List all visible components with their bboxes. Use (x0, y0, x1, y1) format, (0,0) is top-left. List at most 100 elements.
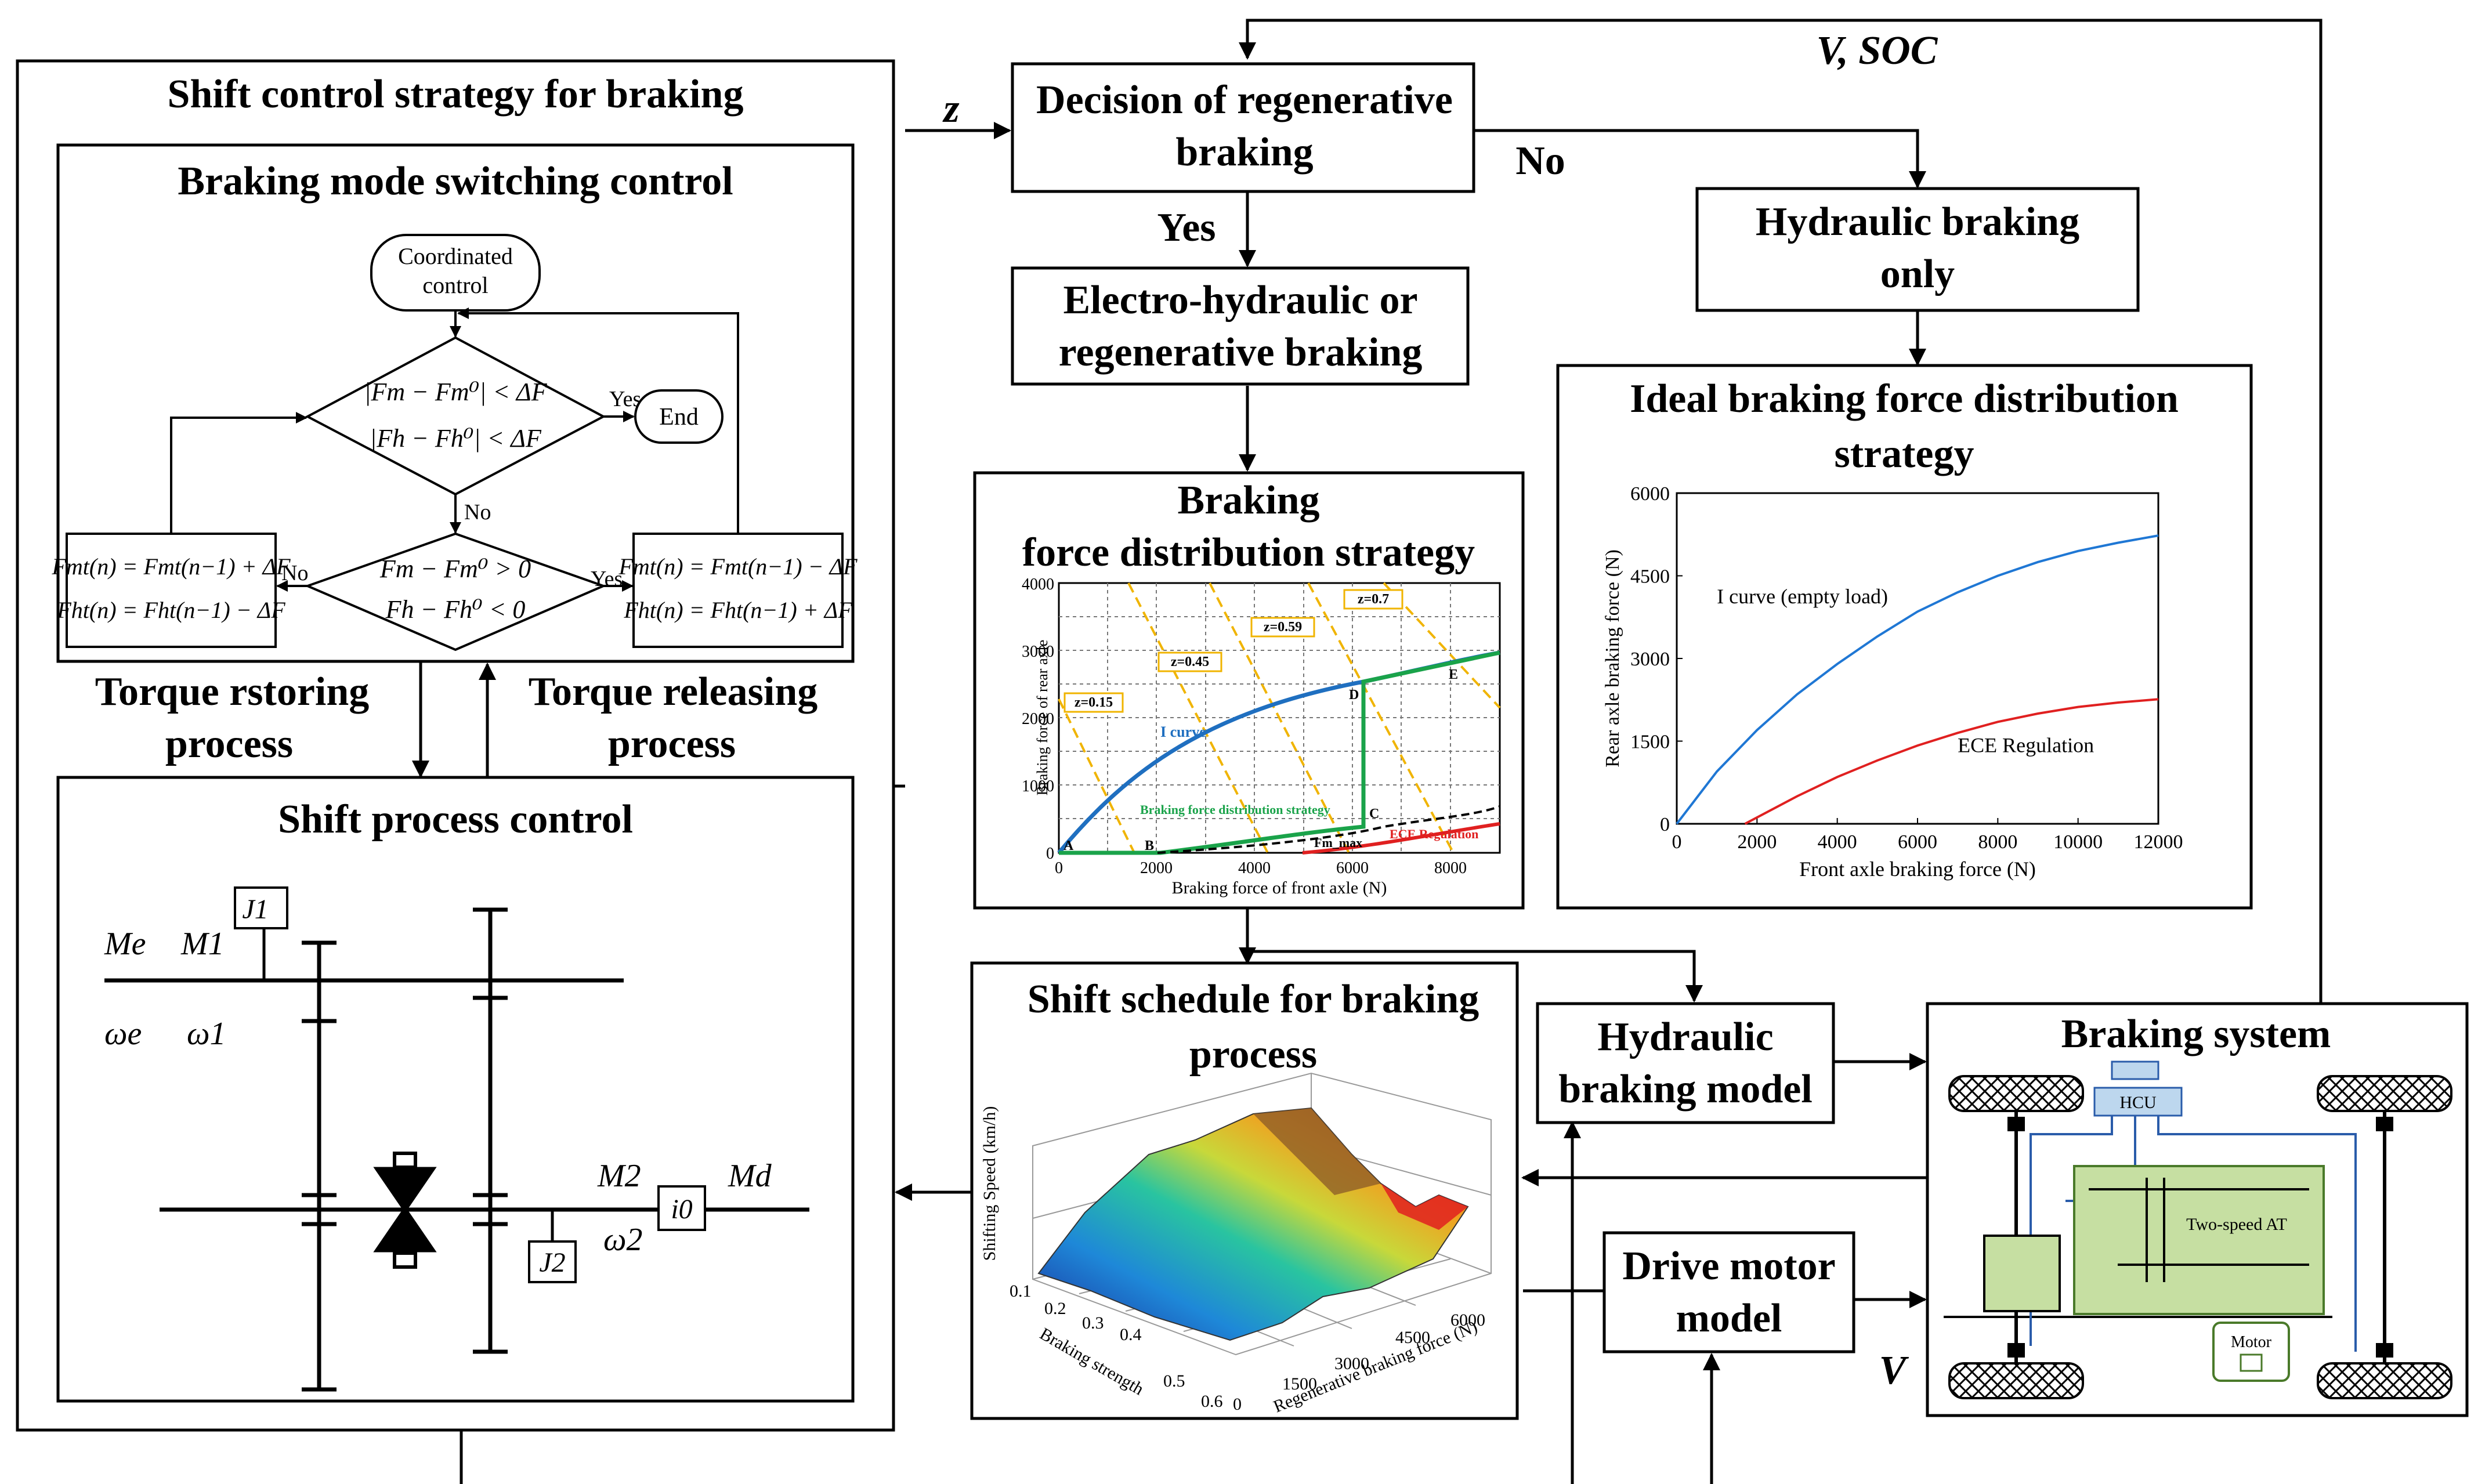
end-terminal (634, 389, 723, 444)
ideal-title-1: Ideal braking force distribution (1630, 377, 2179, 421)
schedule-ytick-3: 4500 (1395, 1328, 1430, 1347)
braking-system-panel: Braking system HCU Two-speed AT (1926, 1002, 2469, 1417)
decision-box (1011, 62, 1475, 193)
no-label-2: No (281, 561, 308, 585)
end-label: End (659, 404, 699, 430)
bfd-xtick-2: 4000 (1238, 859, 1271, 877)
omega-2-label: ω2 (603, 1222, 643, 1258)
torque-restoring-line-1: Torque rstoring (95, 669, 370, 714)
hcu-block (2093, 1087, 2183, 1117)
torque-restoring-line-2: process (165, 722, 293, 766)
bfd-xlabel: Braking force of front axle (N) (1172, 878, 1387, 897)
hydraulic-only-line-1: Hydraulic braking (1756, 200, 2079, 244)
hydraulic-model-box (1536, 1002, 1835, 1124)
ideal-ytick-label: 1500 (1630, 732, 1670, 753)
right-box-line-2: Fht(n) = Fht(n−1) + ΔF (623, 597, 852, 623)
bfd-strategy-label: Braking force distribution strategy (1140, 802, 1330, 817)
hydraulic-model-line-1: Hydraulic (1597, 1015, 1773, 1059)
bfd-ece-label: ECE Regulation (1390, 827, 1478, 841)
ideal-xtick-label: 12000 (2134, 831, 2183, 853)
tire-rear-right (2317, 1362, 2452, 1399)
mode-switching-box (56, 143, 855, 663)
condition-diamond-2 (304, 532, 607, 651)
decision-yes: Yes (1157, 205, 1216, 250)
schedule-title-1: Shift schedule for braking (1028, 977, 1479, 1022)
ideal-panel: Ideal braking force distribution strateg… (1556, 364, 2253, 910)
ideal-ytick-label: 4500 (1630, 566, 1670, 588)
bfd-title-2: force distribution strategy (1022, 530, 1475, 575)
schedule-title-2: process (1189, 1032, 1317, 1077)
bfd-i-curve-label: I curve (1160, 723, 1206, 740)
increase-motor-box (66, 533, 277, 648)
drive-motor-line-2: model (1676, 1296, 1782, 1341)
condition-diamond-1 (305, 336, 606, 496)
differential-block (1983, 1235, 2061, 1312)
schedule-xtick-0: 0.1 (1010, 1282, 1032, 1301)
shift-process-title: Shift process control (278, 797, 633, 842)
j2-label: J2 (539, 1247, 565, 1278)
point-b: B (1145, 838, 1154, 853)
cond2-line-1: Fm − Fm⁰ > 0 (379, 555, 531, 583)
ideal-xtick-label: 2000 (1737, 831, 1777, 853)
bfd-ytick-0: 0 (1046, 845, 1054, 863)
ideal-xtick-label: 10000 (2053, 831, 2103, 853)
ideal-series-line-0 (1676, 534, 2159, 825)
bfd-chart: z=0.15 z=0.45 z=0.59 z=0.7 I curve Braki… (1022, 575, 1501, 897)
i0-label: i0 (671, 1194, 692, 1225)
motor-label: Motor (2231, 1333, 2272, 1351)
point-e: E (1449, 667, 1458, 682)
bfd-ytick-3: 3000 (1022, 643, 1054, 661)
decision-line-2: braking (1175, 130, 1313, 175)
left-box-line-2: Fht(n) = Fht(n−1) − ΔF (56, 597, 285, 623)
ideal-xtick-label: 0 (1672, 831, 1682, 853)
no-label-1: No (464, 500, 491, 524)
bfd-title-1: Braking (1177, 478, 1319, 523)
v-soc-signal: V, SOC (1817, 28, 1938, 73)
z-label-1: z=0.15 (1075, 695, 1113, 710)
electro-line-2: regenerative braking (1059, 330, 1423, 375)
schedule-ytick-2: 3000 (1334, 1354, 1369, 1373)
schedule-ytick-1: 1500 (1282, 1374, 1317, 1393)
point-d: D (1349, 687, 1359, 703)
ideal-series-line-1 (1744, 698, 2159, 825)
decision-line-1: Decision of regenerative (1036, 78, 1453, 122)
ideal-ytick-label: 6000 (1630, 483, 1670, 505)
point-c: C (1369, 806, 1379, 821)
omega-e-label: ωe (104, 1016, 142, 1052)
shift-strategy-title: Shift control strategy for braking (168, 72, 744, 117)
electro-hydraulic-box (1011, 266, 1470, 386)
motor-block (2212, 1322, 2290, 1382)
m2-label: M2 (597, 1158, 641, 1194)
cond2-line-2: Fh − Fh⁰ < 0 (385, 595, 526, 624)
bfd-xtick-4: 8000 (1434, 859, 1467, 877)
two-speed-at-block (2073, 1165, 2325, 1315)
ideal-ytick-label: 3000 (1630, 649, 1670, 670)
ideal-series-label-1: ECE Regulation (1958, 734, 2094, 757)
ideal-ylabel: Rear axle braking force (N) (1602, 549, 1623, 768)
hcu-label: HCU (2119, 1093, 2157, 1112)
point-a: A (1063, 838, 1074, 853)
schedule-xtick-1: 0.2 (1044, 1299, 1066, 1318)
torque-releasing-line-2: process (608, 722, 736, 766)
schedule-zlabel: Shifting Speed (km/h) (980, 1106, 999, 1261)
j1-label: J1 (242, 894, 268, 925)
at-label: Two-speed AT (2186, 1215, 2287, 1234)
ideal-xtick-label: 8000 (1978, 831, 2017, 853)
bfd-ytick-2: 2000 (1022, 710, 1054, 728)
bfd-ytick-4: 4000 (1022, 575, 1054, 593)
ideal-plot-frame (1676, 492, 2159, 825)
shift-process-box (56, 776, 855, 1403)
braking-system-title: Braking system (2061, 1012, 2331, 1056)
bfd-xtick-0: 0 (1055, 859, 1063, 877)
z-label-4: z=0.7 (1358, 592, 1389, 607)
gearbox-schematic (104, 907, 809, 1392)
torque-releasing-line-1: Torque releasing (529, 669, 818, 714)
hydraulic-only-line-2: only (1880, 252, 1955, 296)
shift-schedule-panel: Shift schedule for braking process Shift… (970, 961, 1519, 1420)
schedule-xtick-2: 0.3 (1082, 1313, 1104, 1333)
hydraulic-only-box (1695, 187, 2140, 312)
decision-no: No (1515, 139, 1565, 183)
yes-label-2: Yes (591, 567, 623, 591)
